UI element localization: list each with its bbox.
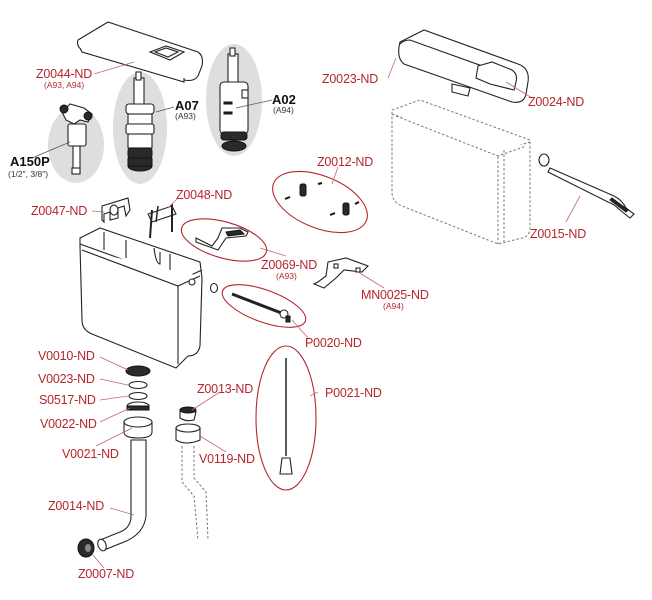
label-z0015: Z0015-ND <box>530 227 587 241</box>
label-v0022: V0022-ND <box>40 417 97 431</box>
label-z0012: Z0012-ND <box>317 155 374 169</box>
label-z0013: Z0013-ND <box>197 382 254 396</box>
leader-lines <box>31 57 581 569</box>
note-z0044: (A93, A94) <box>44 80 85 90</box>
bracket-z0047 <box>101 197 131 224</box>
note-a150p: (1/2", 3/8") <box>8 169 49 179</box>
cistern-body <box>79 227 219 369</box>
label-z0048: Z0048-ND <box>176 188 233 202</box>
flush-valve-a07 <box>113 71 167 184</box>
label-v0010: V0010-ND <box>38 349 95 363</box>
chain-p0021 <box>255 345 317 491</box>
cistern-outline <box>391 99 531 245</box>
button-z0024 <box>475 61 518 91</box>
note-a02: (A94) <box>273 105 294 115</box>
label-z0024: Z0024-ND <box>528 95 585 109</box>
fixings-z0012 <box>272 170 368 234</box>
flush-pipe-stack <box>77 365 153 558</box>
label-z0007: Z0007-ND <box>78 567 135 581</box>
handle-z0069 <box>180 218 268 262</box>
label-p0021: P0021-ND <box>325 386 382 400</box>
label-p0020: P0020-ND <box>305 336 362 350</box>
label-v0021: V0021-ND <box>62 447 119 461</box>
handle-mn0025 <box>312 257 369 289</box>
lever-z0015 <box>538 153 635 219</box>
note-mn0025: (A94) <box>383 301 404 311</box>
bracket-z0048 <box>147 204 177 239</box>
label-z0023: Z0023-ND <box>322 72 379 86</box>
label-mn0025: MN0025-ND <box>361 288 429 302</box>
label-v0023: V0023-ND <box>38 372 95 386</box>
lid-z0023 <box>398 29 529 103</box>
label-z0047: Z0047-ND <box>31 204 88 218</box>
label-z0044: Z0044-ND <box>36 67 93 81</box>
note-a07: (A93) <box>175 111 196 121</box>
lid-z0044 <box>76 21 204 83</box>
fill-valve-a150p <box>48 103 104 183</box>
rod-p0020 <box>221 284 307 328</box>
label-a150p: A150P <box>10 154 50 169</box>
flush-valve-a02 <box>206 44 262 156</box>
overflow-stack <box>175 406 209 541</box>
label-a07: A07 <box>175 98 199 113</box>
label-z0069: Z0069-ND <box>261 258 318 272</box>
label-z0014: Z0014-ND <box>48 499 105 513</box>
label-a02: A02 <box>272 92 296 107</box>
label-s0517: S0517-ND <box>39 393 96 407</box>
label-v0119: V0119-ND <box>199 452 255 466</box>
note-z0069: (A93) <box>276 271 297 281</box>
